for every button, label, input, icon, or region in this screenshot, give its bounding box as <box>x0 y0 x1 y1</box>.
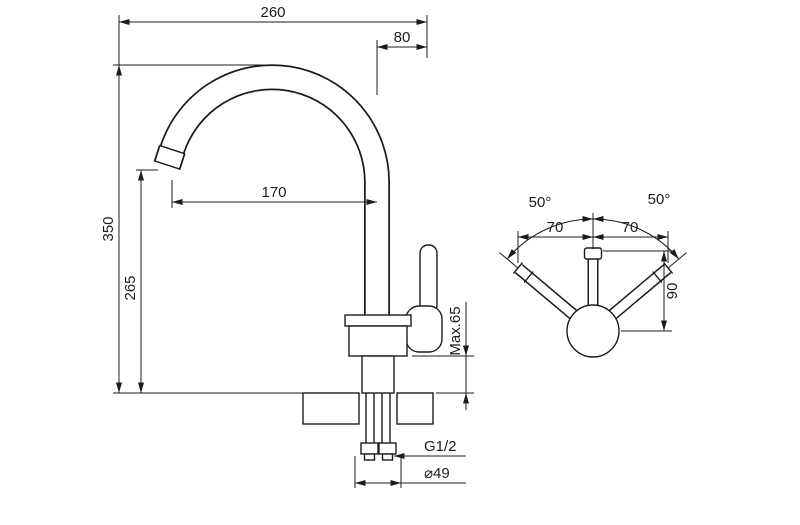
dim-label-170: 170 <box>261 184 286 201</box>
handle-lever <box>405 244 443 353</box>
supply-hoses <box>360 393 397 461</box>
body-flange <box>344 314 412 327</box>
dim-label-max65: Max.65 <box>447 306 464 355</box>
dim-label-80: 80 <box>394 29 411 46</box>
dim-label-50-right: 50° <box>648 191 671 208</box>
lever-left <box>512 262 580 322</box>
side-view: 260 80 170 350 265 Max.65 G1/2 ⌀49 <box>100 4 474 488</box>
arc-50-right <box>592 216 680 260</box>
handle-mount <box>405 305 443 353</box>
dim-label-50-left: 50° <box>529 194 552 211</box>
mounting-shank <box>361 355 395 394</box>
dim-label-70-left: 70 <box>547 219 564 236</box>
body-block <box>348 325 408 357</box>
mixer-body <box>344 314 412 394</box>
aerator-band-line <box>159 144 186 155</box>
dim-label-260: 260 <box>260 4 285 21</box>
arc-50-left <box>506 216 594 260</box>
dim-label-90: 90 <box>664 283 681 300</box>
spout-outlet-line <box>153 160 181 170</box>
dim-label-70-right: 70 <box>622 219 639 236</box>
body-circle-top <box>566 304 620 358</box>
spout-tube <box>153 64 390 322</box>
dimension-lines <box>116 19 469 486</box>
top-view-dimension-lines <box>506 216 680 331</box>
spout-stem-top <box>583 247 603 312</box>
dim-label-d49: ⌀49 <box>424 465 450 482</box>
hose-connector-right <box>378 442 397 455</box>
countertop <box>302 392 434 425</box>
dim-label-350: 350 <box>100 216 117 241</box>
hose-connector-left <box>360 442 379 455</box>
dim-label-g12: G1/2 <box>424 438 457 455</box>
top-view: 70 70 90 50° 50° <box>499 191 687 358</box>
dim-label-265: 265 <box>122 275 139 300</box>
